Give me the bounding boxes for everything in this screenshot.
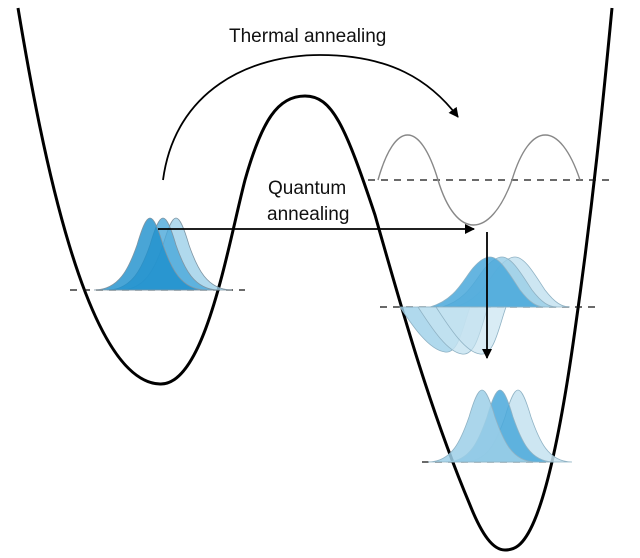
thermal-annealing-arrow [162,54,459,181]
tunnel-wavepackets [399,256,571,355]
left-wavepacket-1 [93,217,207,291]
quantum-label-line2: annealing [267,204,349,225]
tunnel-lobe-3 [435,306,507,355]
ground-wavepacket-1 [427,389,537,463]
potential-energy-curve [16,7,614,552]
ground-state-wavepackets [427,389,573,463]
left-well-wavepackets [93,217,233,291]
quantum-label-line1: Quantum [268,178,346,199]
thermal-annealing-label: Thermal annealing [229,26,386,47]
